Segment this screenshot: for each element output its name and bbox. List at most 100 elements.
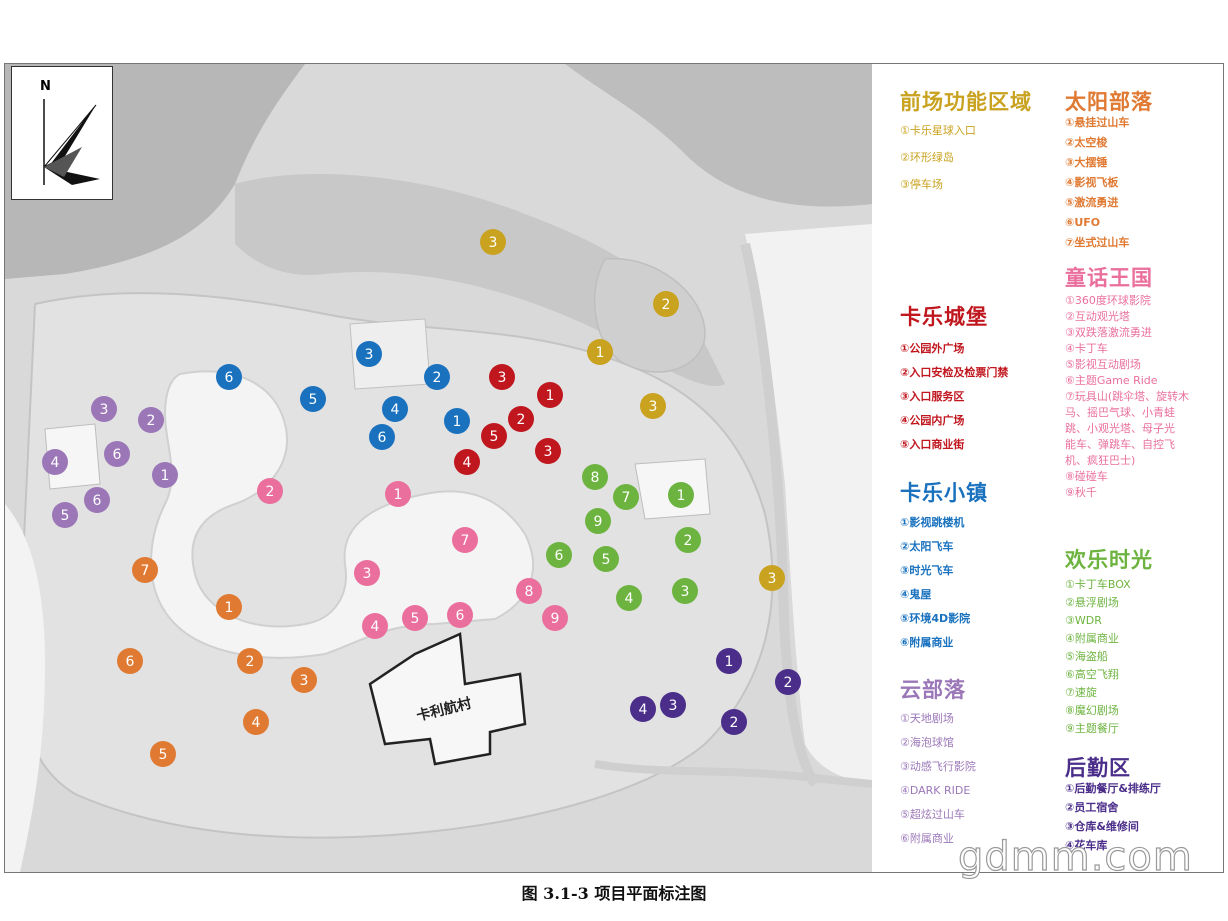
marker-town-1: 1 <box>444 408 470 434</box>
marker-circle <box>237 648 263 674</box>
marker-circle <box>481 423 507 449</box>
marker-number: 3 <box>544 444 553 460</box>
marker-circle <box>721 709 747 735</box>
marker-fairy-7: 7 <box>452 527 478 553</box>
marker-logistics-3: 3 <box>660 692 686 718</box>
marker-circle <box>537 382 563 408</box>
north-label: N <box>40 79 51 94</box>
marker-number: 1 <box>225 600 234 616</box>
marker-town-6: 6 <box>369 424 395 450</box>
marker-castle-3: 3 <box>535 438 561 464</box>
village-building <box>368 632 527 766</box>
legend-logistics-item: ②员工宿舍 <box>1065 801 1119 814</box>
marker-front-3: 3 <box>759 565 785 591</box>
marker-circle <box>516 578 542 604</box>
marker-circle <box>660 692 686 718</box>
marker-number: 1 <box>161 468 170 484</box>
legend-town-item: ③时光飞车 <box>900 564 954 577</box>
marker-circle <box>152 462 178 488</box>
marker-circle <box>382 396 408 422</box>
marker-circle <box>585 508 611 534</box>
marker-number: 4 <box>639 702 648 718</box>
legend-castle-item: ③入口服务区 <box>900 390 965 403</box>
marker-circle <box>630 696 656 722</box>
marker-circle <box>653 291 679 317</box>
marker-circle <box>593 546 619 572</box>
marker-logistics-2: 2 <box>721 709 747 735</box>
marker-circle <box>216 364 242 390</box>
water-body-northeast <box>565 64 872 207</box>
legend-castle-item: ④公园内广场 <box>900 414 965 427</box>
marker-joy-4: 4 <box>616 585 642 611</box>
marker-circle <box>385 481 411 507</box>
marker-joy-8: 8 <box>582 464 608 490</box>
marker-circle <box>759 565 785 591</box>
legend-castle-item: ②入口安检及检票门禁 <box>900 366 1009 379</box>
marker-circle <box>300 386 326 412</box>
legend-castle-item: ①公园外广场 <box>900 342 965 355</box>
legend-fairy-item: ⑧碰碰车 <box>1065 470 1108 483</box>
legend-joy-item: ⑨主题餐厅 <box>1065 722 1119 735</box>
marker-circle <box>52 502 78 528</box>
legend-sun-item: ②太空梭 <box>1065 136 1108 149</box>
marker-cloud-3: 3 <box>91 396 117 422</box>
main-road-east <box>740 242 820 787</box>
marker-fairy-3: 3 <box>354 560 380 586</box>
marker-number: 3 <box>489 235 498 251</box>
legend-sun-item: ④影视飞板 <box>1065 176 1119 189</box>
orchard-area <box>235 174 725 386</box>
marker-circle <box>668 482 694 508</box>
marker-number: 2 <box>517 412 526 428</box>
marker-circle <box>362 613 388 639</box>
marker-cloud-6: 6 <box>104 441 130 467</box>
marker-number: 3 <box>363 566 372 582</box>
legend-town-item: ②太阳飞车 <box>900 540 954 553</box>
legend-front-item: ②环形绿岛 <box>900 151 954 164</box>
marker-circle <box>447 602 473 628</box>
legend-cloud-item: ④DARK RIDE <box>900 784 971 797</box>
marker-fairy-6: 6 <box>447 602 473 628</box>
legend-logistics-item: ①后勤餐厅&排练厅 <box>1065 782 1161 795</box>
marker-sun-2: 2 <box>237 648 263 674</box>
legend-cloud-item: ②海泡球馆 <box>900 736 954 749</box>
marker-cloud-2: 2 <box>138 407 164 433</box>
marker-circle <box>587 339 613 365</box>
legend-joy-title: 欢乐时光 <box>1065 548 1153 572</box>
legend-sun-item: ⑥UFO <box>1065 216 1101 229</box>
legend-cloud-title: 云部落 <box>900 678 966 702</box>
marker-number: 5 <box>490 429 499 445</box>
marker-circle <box>508 406 534 432</box>
marker-joy-2: 2 <box>675 527 701 553</box>
marker-circle <box>480 229 506 255</box>
marker-circle <box>452 527 478 553</box>
marker-front-2: 2 <box>653 291 679 317</box>
marker-circle <box>257 478 283 504</box>
legend-front-title: 前场功能区域 <box>900 90 1032 114</box>
marker-circle <box>42 449 68 475</box>
marker-number: 4 <box>391 402 400 418</box>
legend-joy-item: ④附属商业 <box>1065 632 1119 645</box>
legend-joy-item: ②悬浮剧场 <box>1065 596 1119 609</box>
marker-town-2: 2 <box>424 364 450 390</box>
marker-number: 6 <box>113 447 122 463</box>
marker-number: 5 <box>411 611 420 627</box>
marker-cloud-1: 1 <box>152 462 178 488</box>
marker-cloud-4: 4 <box>42 449 68 475</box>
legend-joy-item: ①卡丁车BOX <box>1065 578 1131 591</box>
legend-fairy-item: ①360度环球影院 <box>1065 294 1151 307</box>
marker-castle-2: 2 <box>508 406 534 432</box>
marker-number: 3 <box>365 347 374 363</box>
watermark: gdmm.com <box>957 833 1193 880</box>
marker-joy-3: 3 <box>672 578 698 604</box>
marker-circle <box>216 594 242 620</box>
marker-circle <box>84 487 110 513</box>
figure-caption: 图 3.1-3 项目平面标注图 <box>521 884 707 903</box>
legend-logistics-title: 后勤区 <box>1065 756 1131 780</box>
legend-sun-item: ③大摆锤 <box>1065 156 1108 169</box>
ring-green-island <box>593 257 706 373</box>
marker-circle <box>454 449 480 475</box>
legend-joy-item: ⑧魔幻剧场 <box>1065 704 1119 717</box>
legend-fairy-item: 马、摇巴气球、小青蛙 <box>1065 406 1175 419</box>
